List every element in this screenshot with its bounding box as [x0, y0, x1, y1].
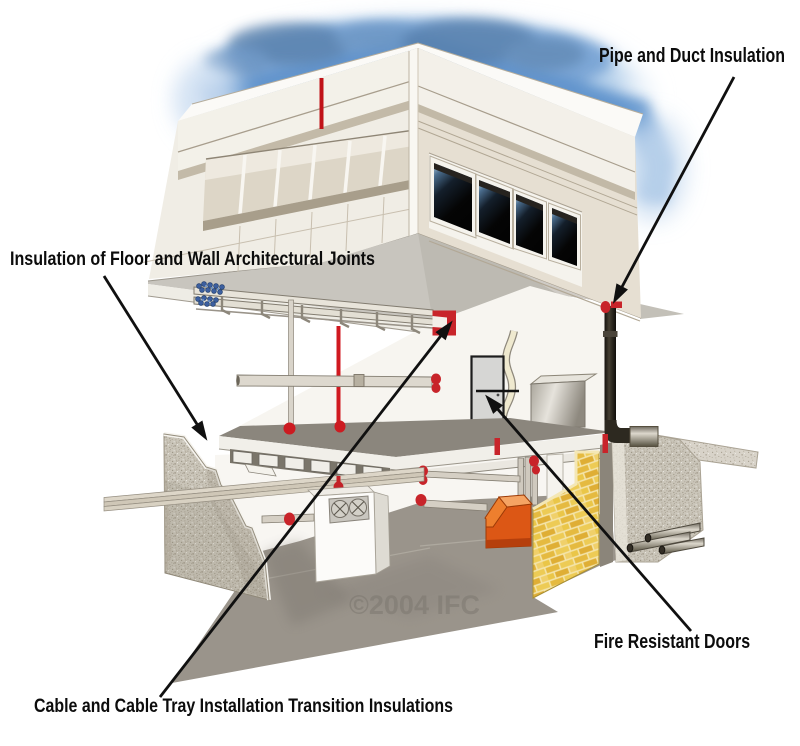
- svg-text:©2004 IFC: ©2004 IFC: [349, 590, 480, 620]
